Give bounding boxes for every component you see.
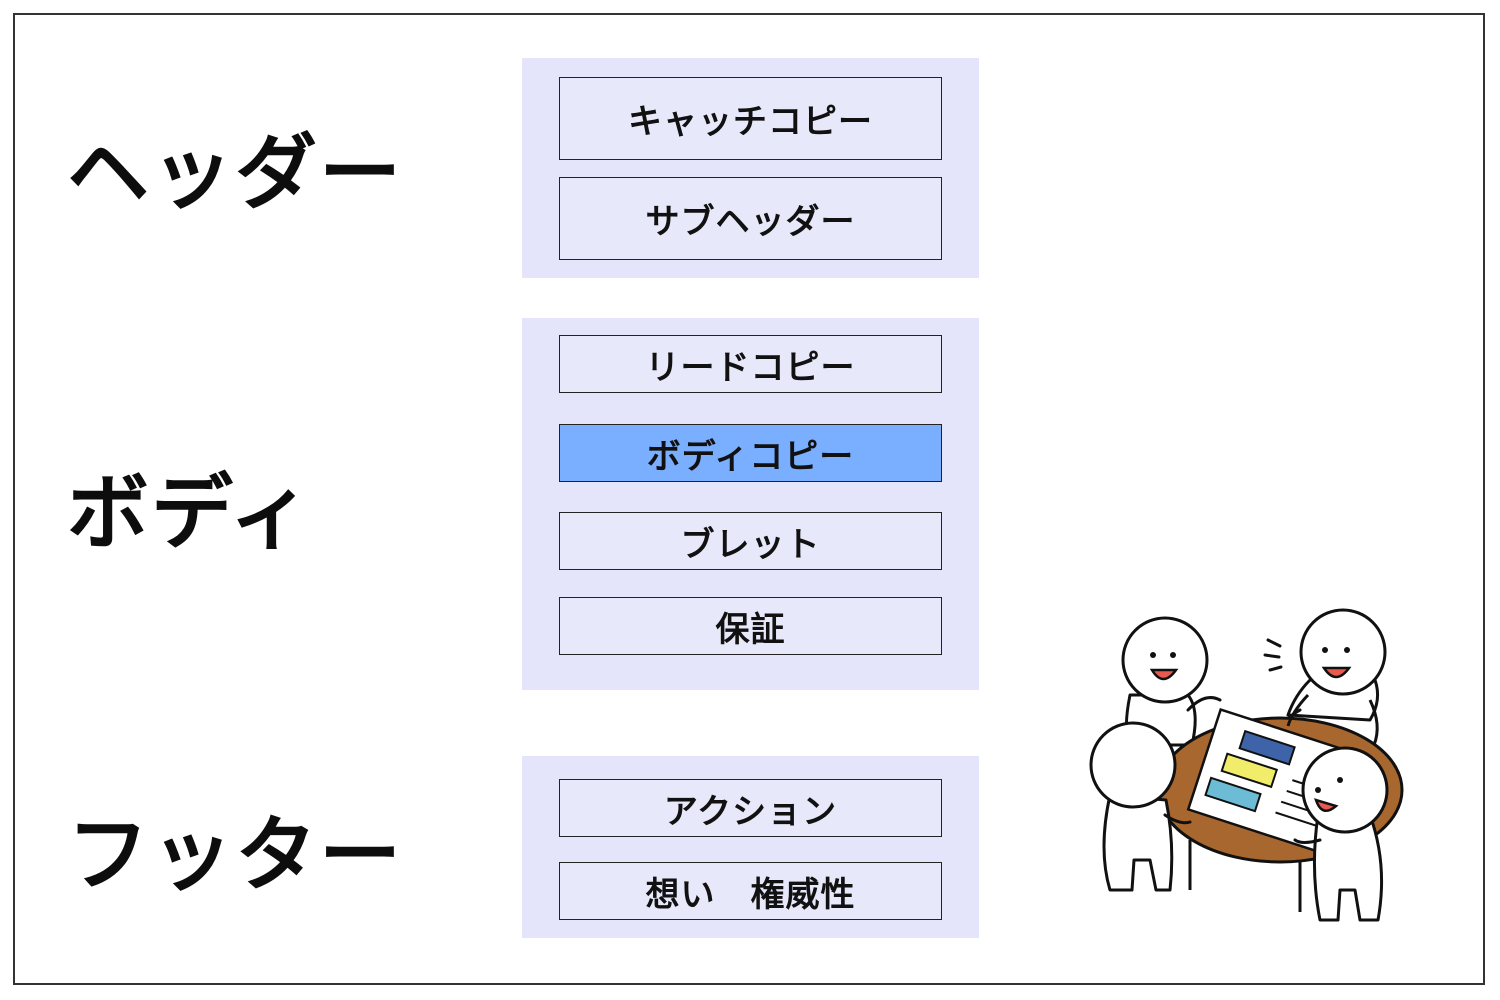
person-front-right-body [1312, 813, 1384, 922]
body-panel: リードコピー ボディコピー ブレット 保証 [522, 318, 979, 690]
body-item-body-copy: ボディコピー [559, 424, 942, 482]
body-item-guarantee: 保証 [559, 597, 942, 655]
person-back-right-head [1299, 608, 1387, 696]
header-panel: キャッチコピー サブヘッダー [522, 58, 979, 278]
footer-item-belief-authority: 想い 権威性 [559, 862, 942, 920]
diagram-frame: ヘッダー ボディ フッター キャッチコピー サブヘッダー リードコピー ボディコ… [13, 13, 1485, 985]
body-item-bullet: ブレット [559, 512, 942, 570]
person-back-left-head [1121, 616, 1209, 704]
person-front-left-body [1102, 793, 1174, 892]
section-label-body: ボディ [67, 466, 314, 561]
section-label-header: ヘッダー [67, 126, 404, 221]
footer-item-action: アクション [559, 779, 942, 837]
header-item-sub-header: サブヘッダー [559, 177, 942, 260]
footer-panel: アクション 想い 権威性 [522, 756, 979, 938]
section-label-footer: フッター [67, 808, 404, 903]
header-item-catch-copy: キャッチコピー [559, 77, 942, 160]
body-item-lead-copy: リードコピー [559, 335, 942, 393]
person-front-left-head [1089, 721, 1177, 809]
team-meeting-illustration [1089, 608, 1404, 922]
